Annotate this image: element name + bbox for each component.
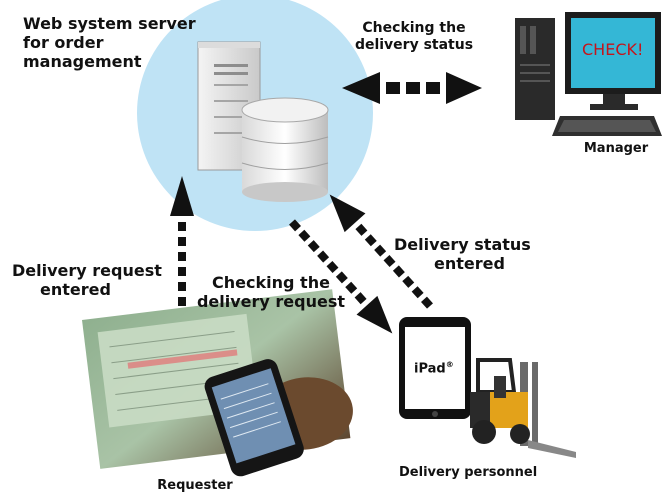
ipad-text: iPad [414, 361, 446, 377]
ipad-registered-mark: ® [445, 360, 454, 369]
arrow-check-request [289, 219, 393, 334]
delivery-request-line: entered [40, 279, 111, 299]
delivery-personnel-label: Delivery personnel [399, 465, 538, 480]
check-screen-text: CHECK! [582, 40, 644, 59]
forklift-icon [470, 358, 576, 458]
delivery-request-label: Delivery request entered [12, 261, 162, 300]
checking-status-line: Checking the [362, 20, 466, 36]
delivery-status-line: Delivery status [394, 235, 531, 254]
checking-status-label: Checking the delivery status [350, 20, 478, 53]
server-label: Web system server for order management [23, 14, 196, 72]
checking-status-line: delivery status [354, 36, 474, 53]
manager-label: Manager [583, 141, 649, 156]
arrow-status-entered [329, 194, 433, 309]
server-label-line: Web system server [23, 14, 196, 33]
server-label-line: management [23, 51, 142, 71]
tablet-icon [399, 317, 471, 419]
requester-label: Requester [157, 478, 233, 493]
checking-request-line: delivery request [196, 291, 346, 311]
checking-request-line: Checking the [212, 273, 330, 292]
delivery-status-label: Delivery status entered [394, 235, 531, 274]
delivery-request-line: Delivery request [12, 261, 162, 280]
ipad-label: iPad® [414, 360, 454, 377]
checking-request-label: Checking the delivery request [196, 273, 346, 312]
delivery-status-line: entered [434, 253, 505, 273]
computer-icon [515, 12, 662, 136]
database-icon [241, 97, 329, 202]
server-label-line: for order [23, 32, 104, 52]
arrow-server-manager [342, 72, 482, 104]
smartphone-icon [204, 359, 304, 477]
